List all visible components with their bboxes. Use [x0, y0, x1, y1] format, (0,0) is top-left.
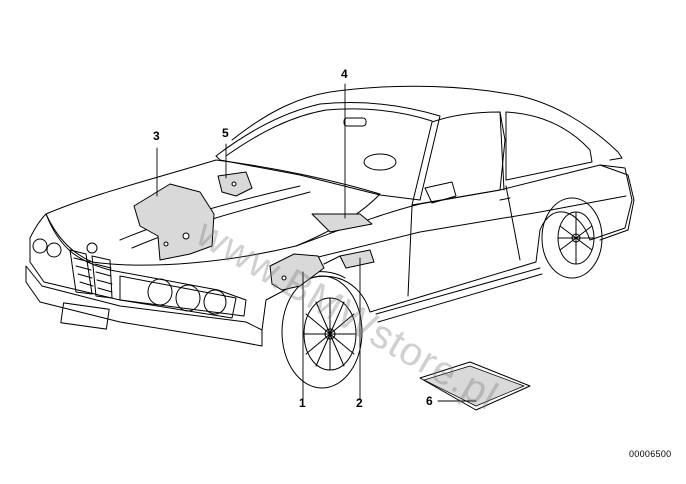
side-window-rear [505, 111, 593, 181]
car-side [261, 164, 633, 331]
front-wheel [281, 271, 363, 389]
front-face [29, 213, 247, 317]
part-3-sound-insulation [133, 183, 215, 261]
part-4-plate [311, 213, 373, 233]
side-mirror [424, 181, 457, 204]
callout-1: 1 [299, 396, 306, 410]
car-illustration [25, 85, 635, 389]
part-5-cover [217, 171, 253, 197]
part-6-mat [419, 361, 531, 411]
part-1-insulation-panel [269, 253, 325, 291]
callout-4: 4 [341, 67, 348, 81]
license-plate [60, 302, 110, 330]
headlights [32, 238, 237, 319]
callout-5: 5 [222, 126, 229, 140]
kidney-grille [69, 249, 113, 299]
part-2-bracket [323, 249, 375, 269]
callout-6: 6 [426, 394, 433, 408]
windshield [215, 102, 441, 201]
callout-3: 3 [153, 129, 160, 143]
rear-wheel [541, 197, 603, 279]
car-roof [231, 85, 623, 161]
front-bumper [25, 265, 263, 347]
callout-2: 2 [356, 396, 363, 410]
leader-lines [156, 83, 477, 402]
document-number: 00006500 [629, 449, 672, 459]
